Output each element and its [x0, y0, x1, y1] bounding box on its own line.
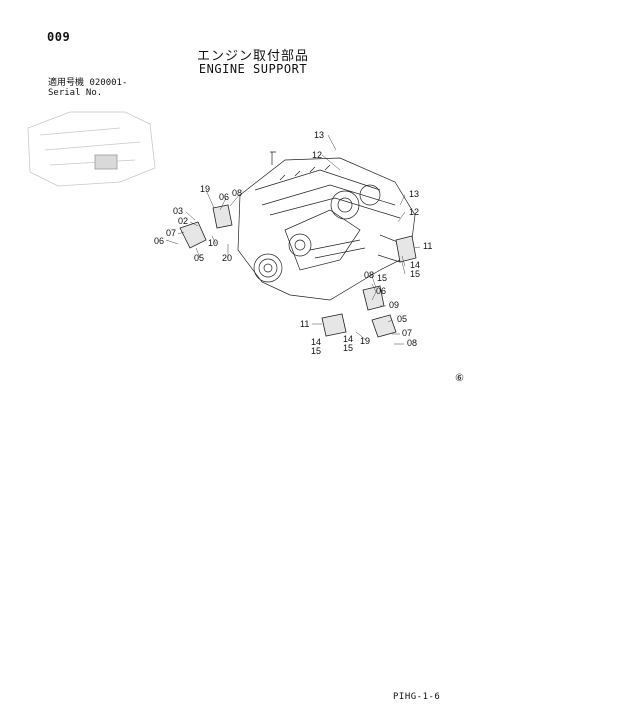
callout-05a: 05: [194, 253, 204, 263]
serial-label-jp: 適用号機: [48, 78, 85, 88]
callout-13a: 13: [314, 130, 324, 140]
callout-08b: 08: [364, 270, 374, 280]
callout-06a: 06: [219, 192, 229, 202]
callout-09: 09: [389, 300, 399, 310]
callout-15b: 15: [377, 273, 387, 283]
callout-15c: 15: [343, 343, 353, 353]
callout-20: 20: [222, 253, 232, 263]
callout-08c: 08: [407, 338, 417, 348]
mount-parts: [179, 204, 417, 338]
callout-15a: 15: [410, 269, 420, 279]
page-title-english: ENGINE SUPPORT: [198, 62, 308, 76]
callout-12b: 12: [409, 207, 419, 217]
serial-line-jp: 適用号機 020001-: [48, 78, 127, 88]
serial-value: 020001-: [89, 78, 128, 88]
callout-19b: 19: [360, 336, 370, 346]
callout-02: 02: [178, 216, 188, 226]
callout-05b: 05: [397, 314, 407, 324]
callout-14a: 14: [410, 260, 420, 270]
callout-03: 03: [173, 206, 183, 216]
callout-06b: 06: [154, 236, 164, 246]
callout-14c: 14: [311, 337, 321, 347]
serial-label-en: Serial No.: [48, 88, 103, 98]
callout-11b: 11: [300, 319, 309, 329]
callout-06c: 06: [376, 286, 386, 296]
serial-info: 適用号機 020001- Serial No.: [48, 78, 127, 98]
callout-08a: 08: [232, 188, 242, 198]
callout-19a: 19: [200, 184, 210, 194]
leader-lines: [165, 134, 421, 345]
callout-07a: 07: [166, 228, 176, 238]
machine-thumbnail: [27, 111, 156, 187]
callout-13b: 13: [409, 189, 419, 199]
callout-15d: 15: [311, 346, 321, 356]
callout-12a: 12: [312, 150, 322, 160]
callout-10: 10: [208, 238, 218, 248]
document-code: PIHG-1-6: [393, 692, 441, 702]
callout-14b: 14: [343, 334, 353, 344]
reference-mark: ⑥: [455, 373, 464, 384]
engine-drawing: [237, 151, 416, 301]
callout-11a: 11: [423, 241, 432, 251]
callout-07b: 07: [402, 328, 412, 338]
page-title-japanese: エンジン取付部品: [196, 49, 309, 64]
page-number: 009: [47, 30, 71, 44]
